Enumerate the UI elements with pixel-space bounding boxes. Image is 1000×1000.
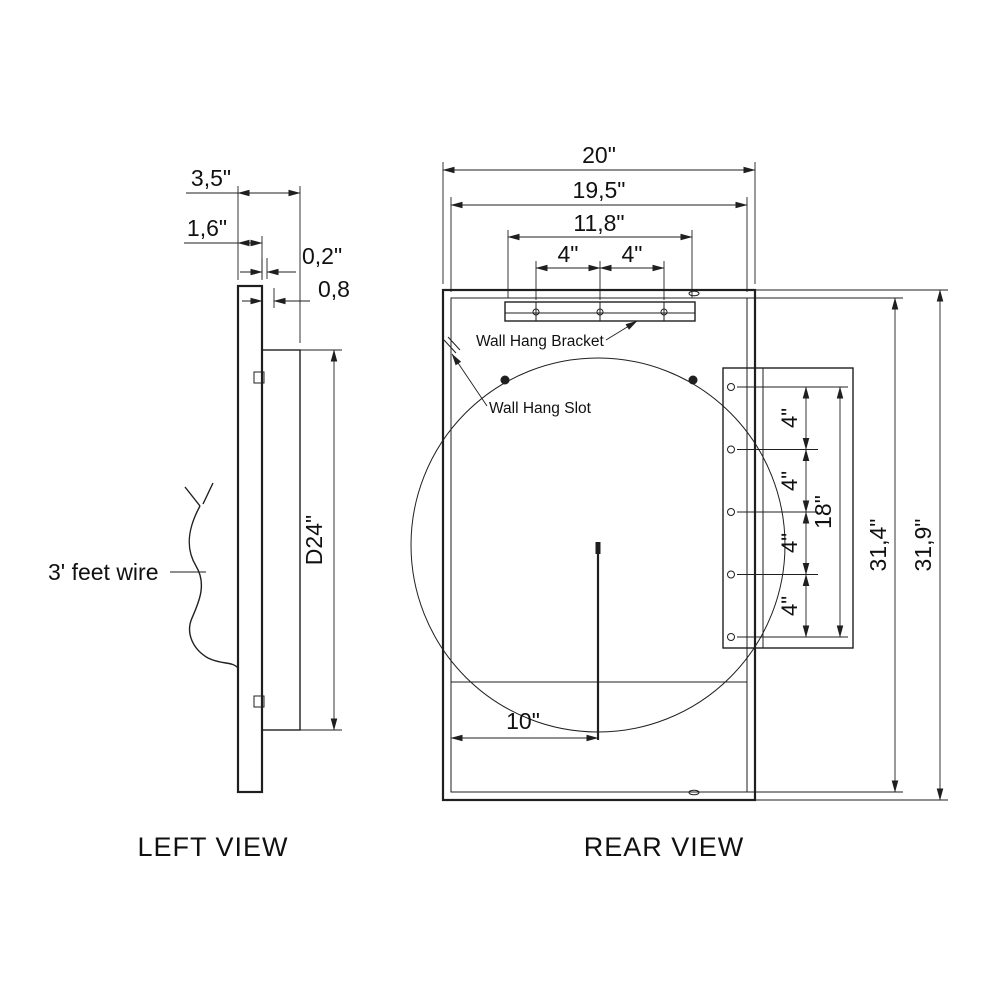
dim-outer-height-label: 31,9" [910, 519, 936, 572]
power-wire-ends [184, 482, 214, 507]
left-view-title: LEFT VIEW [137, 832, 288, 862]
bracket-screw-left [532, 308, 540, 316]
dim-frame-depth-label: 1,6" [187, 215, 227, 241]
wall-hang-slot-mark [443, 336, 461, 354]
wire-label: 3' feet wire [48, 559, 159, 585]
left-view-mirror-panel [236, 284, 264, 794]
dim-outer-width [442, 162, 756, 284]
dim-gap-label: 0,2" [302, 243, 342, 269]
frame-inner [450, 297, 748, 793]
dim-total-depth-label: 3,5" [191, 165, 231, 191]
dim-outer-height [755, 289, 948, 801]
dim-side-gap-4-label: 4" [777, 596, 802, 616]
slot-label-leader [451, 353, 488, 407]
dim-inner-height [747, 297, 903, 793]
dim-frame-depth [184, 236, 263, 280]
left-view-backing-box [261, 349, 301, 731]
power-wire [188, 505, 239, 669]
bracket-screw-mid [596, 308, 604, 316]
dim-side-gap-2-label: 4" [777, 471, 802, 491]
drawing-text: 3,5" 1,6" 0,2" 0,8 D24" 3' feet wire LEF… [48, 142, 936, 862]
rear-view [410, 162, 948, 802]
frame-screw-bottom [688, 789, 700, 796]
wall-hang-bracket-screw-ticks [535, 302, 665, 321]
dim-side-holes [737, 386, 848, 638]
bracket-label-leader [605, 320, 638, 341]
frame-screw-top [688, 290, 700, 297]
dim-total-depth [186, 186, 301, 343]
wall-hang-slot-label: Wall Hang Slot [489, 400, 592, 417]
rear-view-title: REAR VIEW [584, 832, 745, 862]
dim-inner-height-label: 31,4" [865, 519, 891, 572]
dim-bracket-hole-left-label: 4" [558, 241, 579, 267]
dim-inner-width-label: 19,5" [573, 177, 626, 203]
frame-outer [441, 288, 757, 802]
dim-bracket-offset-label: 0,8 [318, 276, 350, 302]
left-view-bracket-bottom [253, 695, 265, 708]
dim-wire-offset-label: 10" [506, 708, 540, 734]
mount-hole-left [500, 375, 510, 385]
dim-outer-width-label: 20" [582, 142, 616, 168]
wall-hang-bracket-label: Wall Hang Bracket [476, 333, 604, 350]
rear-wire-connector [595, 542, 601, 554]
dim-gap [240, 258, 296, 279]
bracket-screw-right [660, 308, 668, 316]
left-view [170, 186, 342, 794]
dim-side-gap-3-label: 4" [777, 533, 802, 553]
side-bracket [722, 367, 854, 649]
dim-bracket-span [507, 230, 693, 298]
dim-bracket-span-label: 11,8" [573, 210, 624, 236]
dim-mirror-height-label: D24" [301, 515, 327, 565]
dim-bracket-holes [535, 261, 665, 300]
dim-bracket-hole-right-label: 4" [622, 241, 643, 267]
left-view-bracket-top [253, 371, 265, 384]
dim-inner-width [450, 197, 748, 292]
dim-mirror-height [300, 349, 342, 731]
mount-hole-right [688, 375, 698, 385]
dim-side-gap-1-label: 4" [777, 408, 802, 428]
dim-side-span-label: 18" [810, 495, 836, 529]
dim-bracket-offset [242, 288, 310, 308]
